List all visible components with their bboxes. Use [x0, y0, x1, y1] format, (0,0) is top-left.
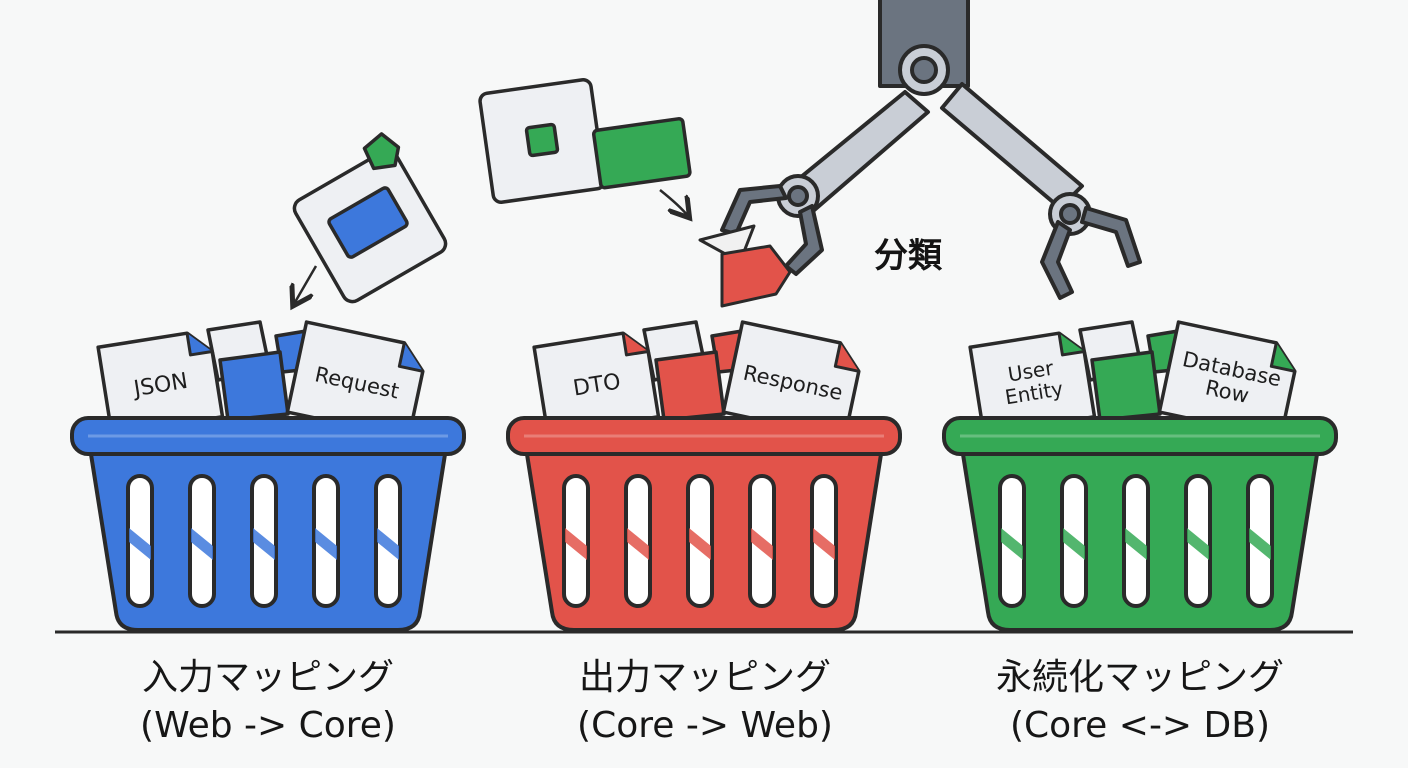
sort-label: 分類: [874, 236, 942, 276]
basket-body: [506, 416, 902, 632]
motion-arrow: [659, 189, 688, 216]
caption-input-mapping: 入力マッピング (Web -> Core): [48, 654, 488, 750]
caption-persistence-mapping: 永続化マッピング (Core <-> DB): [920, 654, 1360, 750]
caption-subtitle: (Web -> Core): [140, 705, 396, 746]
caption-title: 入力マッピング: [141, 657, 394, 698]
caption-subtitle: (Core <-> DB): [1009, 705, 1271, 746]
robot-arm: [720, 0, 1142, 300]
basket-body: [942, 416, 1338, 632]
document-label: UserEntity: [1000, 355, 1065, 410]
motion-arrow: [294, 265, 318, 304]
caption-title: 出力マッピング: [578, 657, 831, 698]
flying-green-card: [478, 78, 692, 204]
caption-title: 永続化マッピング: [995, 657, 1284, 698]
flying-blue-card: [292, 132, 448, 304]
caption-subtitle: (Core -> Web): [577, 705, 833, 746]
basket-body: [70, 416, 466, 632]
caption-output-mapping: 出力マッピング (Core -> Web): [485, 654, 925, 750]
red-shard: [698, 224, 792, 308]
